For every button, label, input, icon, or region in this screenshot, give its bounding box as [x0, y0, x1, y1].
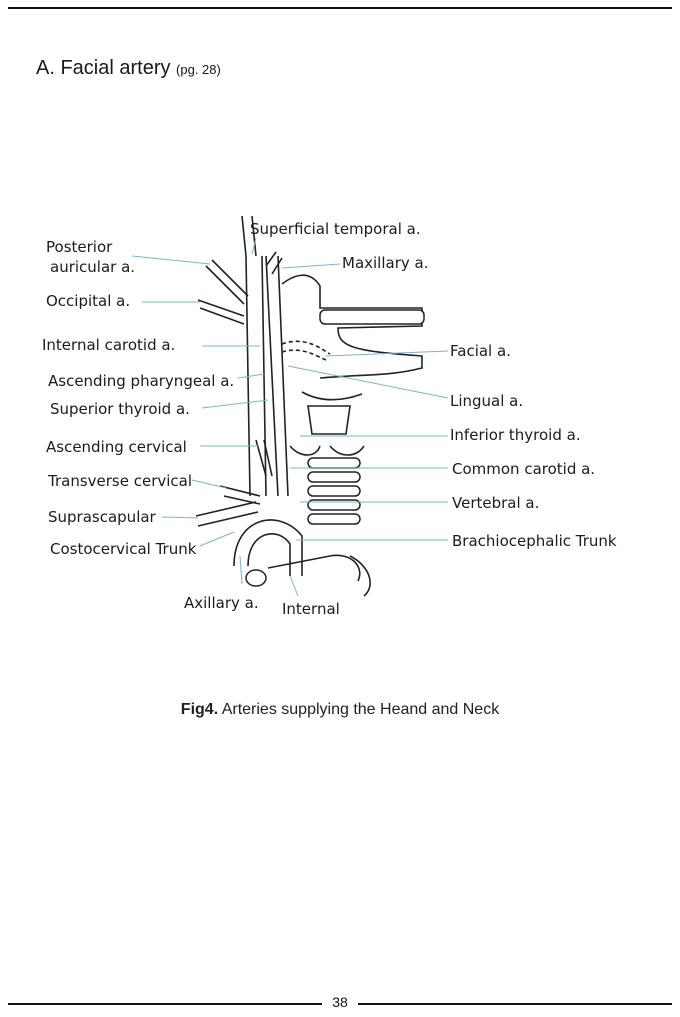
label-superior-thyroid: Superior thyroid a.: [50, 400, 190, 418]
label-occipital: Occipital a.: [46, 292, 130, 310]
leader-lines: [131, 237, 449, 597]
axillary-vessel-end: [245, 569, 267, 587]
label-posterior-auricular: auricular a.: [50, 258, 135, 276]
label-internal: Internal: [282, 600, 340, 618]
label-maxillary: Maxillary a.: [342, 254, 428, 272]
artery-diagram-svg: Posterior auricular a. Occipital a. Inte…: [42, 215, 617, 618]
label-suprascapular: Suprascapular: [48, 508, 157, 526]
occipital-vessel: [197, 299, 245, 325]
page-footer: 38: [8, 994, 672, 1014]
clavicle-outline: [267, 554, 361, 582]
label-common-carotid: Common carotid a.: [452, 460, 595, 478]
larynx-outline: [307, 405, 351, 435]
jaw-outline: [281, 274, 423, 379]
label-transverse-cervical: Transverse cervical: [47, 472, 192, 490]
superficial-temporal-vessel: [241, 215, 257, 257]
maxillary-vessel: [265, 251, 283, 275]
label-internal-carotid: Internal carotid a.: [42, 336, 175, 354]
posterior-auricular-vessel: [205, 259, 249, 305]
hyoid-outline: [301, 391, 363, 401]
teeth: [319, 309, 425, 325]
internal-carotid-vessel: [265, 255, 289, 497]
section-title-text: A. Facial artery: [36, 57, 171, 79]
page-number: 38: [332, 994, 348, 1010]
label-ascending-pharyngeal: Ascending pharyngeal a.: [48, 372, 234, 390]
thyroid-outline: [289, 445, 365, 456]
label-posterior: Posterior: [46, 238, 113, 256]
suprascapular-vessel: [195, 501, 259, 527]
label-inferior-thyroid: Inferior thyroid a.: [450, 426, 581, 444]
figure-caption: Fig4. Arteries supplying the Heand and N…: [0, 701, 680, 719]
footer-rule-right: [358, 1003, 672, 1005]
label-costocervical-trunk: Costocervical Trunk: [50, 540, 197, 558]
artery-diagram: Posterior auricular a. Occipital a. Inte…: [20, 196, 660, 641]
page-reference: (pg. 28): [176, 62, 221, 77]
transverse-cervical-vessel: [219, 485, 261, 505]
ascending-cervical-vessel: [255, 439, 273, 477]
footer-rule-left: [8, 1003, 322, 1005]
label-ascending-cervical: Ascending cervical: [46, 438, 187, 456]
caption-label: Fig4.: [180, 701, 219, 718]
subclavian-arch: [233, 519, 303, 576]
top-rule: [8, 7, 672, 9]
caption-text: Arteries supplying the Heand and Neck: [218, 701, 500, 718]
label-facial: Facial a.: [450, 342, 511, 360]
facial-vessel: [281, 340, 331, 361]
rib-outline: [349, 555, 371, 597]
label-lingual: Lingual a.: [450, 392, 523, 410]
label-superficial-temporal: Superficial temporal a.: [250, 220, 421, 238]
label-brachiocephalic-trunk: Brachiocephalic Trunk: [452, 532, 617, 550]
label-axillary: Axillary a.: [184, 594, 259, 612]
section-title: A. Facial artery (pg. 28): [36, 57, 221, 80]
label-vertebral: Vertebral a.: [452, 494, 539, 512]
